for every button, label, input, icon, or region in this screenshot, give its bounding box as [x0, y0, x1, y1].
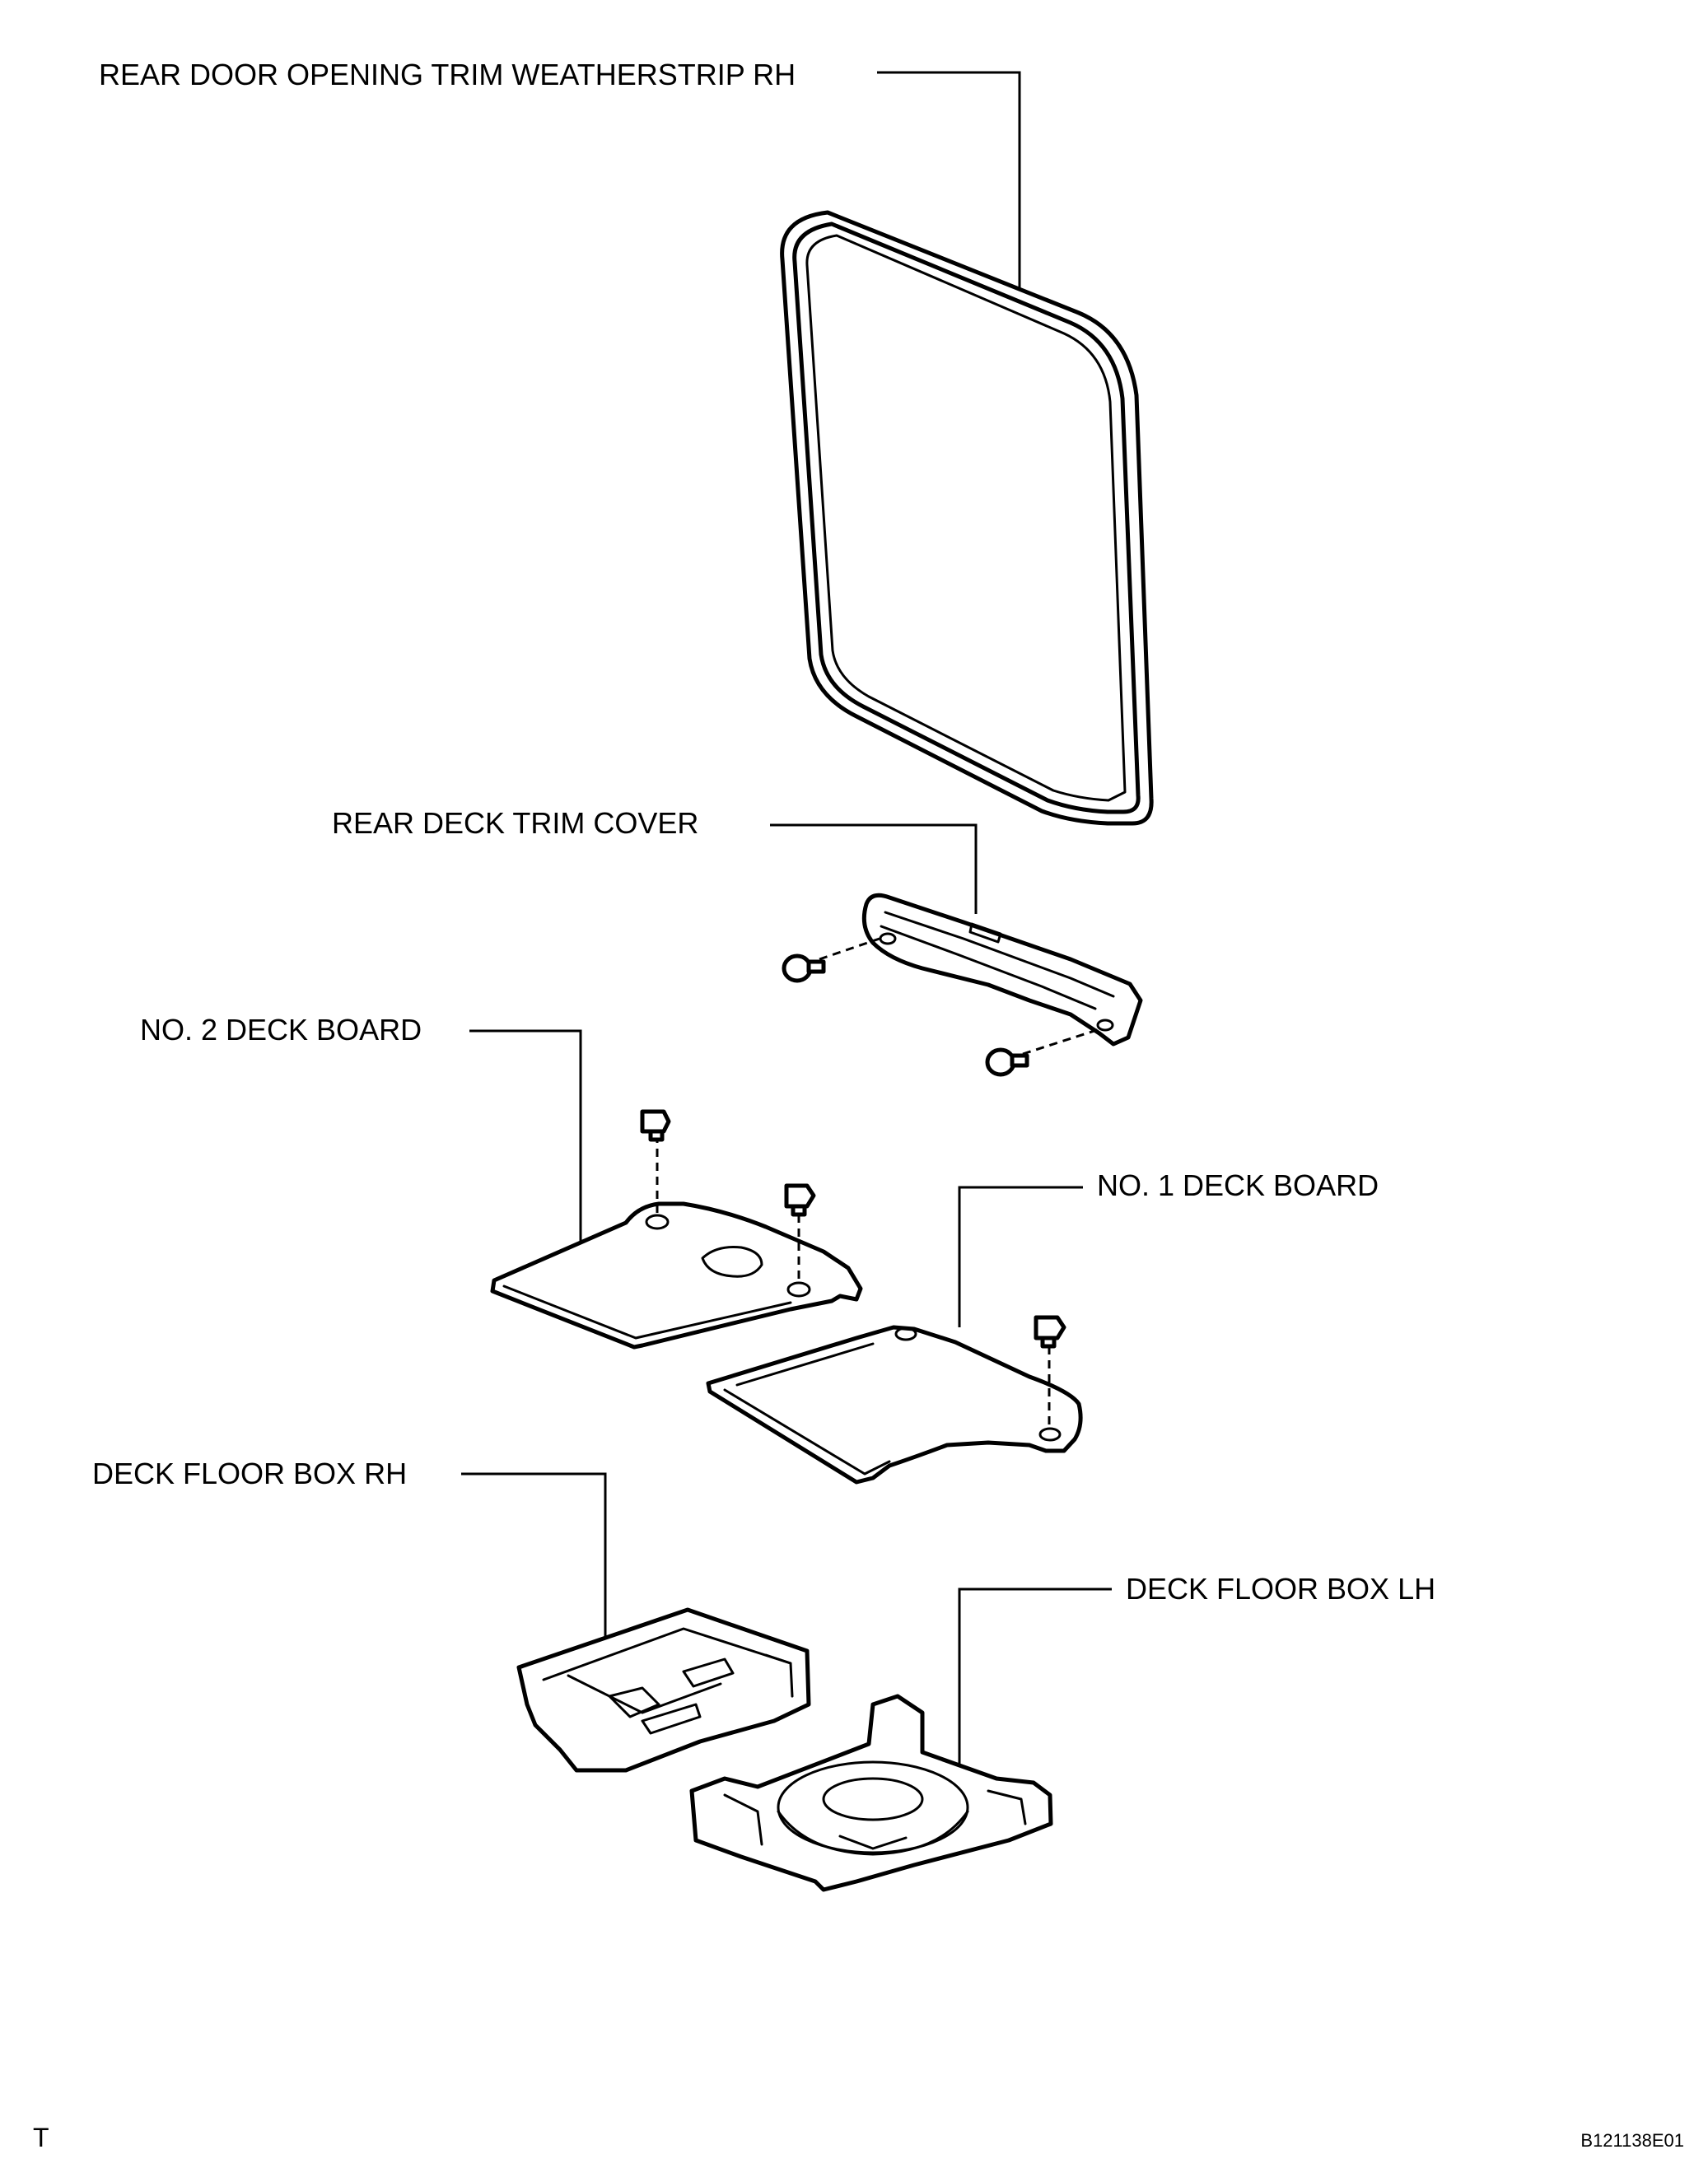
- clip-no2-right: [784, 1183, 816, 1283]
- weatherstrip-part: [780, 210, 1154, 826]
- label-weatherstrip: REAR DOOR OPENING TRIM WEATHERSTRIP RH: [99, 58, 796, 91]
- no1-deck-board-part: [706, 1325, 1083, 1485]
- no2-deck-board-part: [490, 1201, 863, 1350]
- label-trim-cover: REAR DECK TRIM COVER: [332, 806, 698, 840]
- footer-code: T: [33, 2123, 49, 2152]
- label-floor-box-lh: DECK FLOOR BOX LH: [1126, 1572, 1435, 1606]
- floor-box-lh-part: [689, 1694, 1053, 1892]
- leader-weatherstrip: [877, 71, 1021, 306]
- trim-cover-part: [861, 893, 1143, 1047]
- leader-floor-box-rh: [461, 1472, 607, 1637]
- figure-id: B121138E01: [1580, 2130, 1684, 2151]
- label-floor-box-rh: DECK FLOOR BOX RH: [92, 1457, 407, 1490]
- leader-no1-deck-board: [958, 1186, 1083, 1327]
- clip-no1: [1034, 1315, 1066, 1426]
- clip-no2-left: [640, 1109, 671, 1215]
- label-no1-deck-board: NO. 1 DECK BOARD: [1097, 1168, 1379, 1202]
- leader-no2-deck-board: [469, 1029, 582, 1268]
- clip-trim-upper: [782, 937, 880, 983]
- leader-floor-box-lh: [958, 1588, 1112, 1769]
- clip-trim-lower: [985, 1028, 1100, 1077]
- floor-box-rh-part: [516, 1607, 811, 1773]
- label-no2-deck-board: NO. 2 DECK BOARD: [140, 1013, 422, 1047]
- leader-trim-cover: [770, 823, 978, 914]
